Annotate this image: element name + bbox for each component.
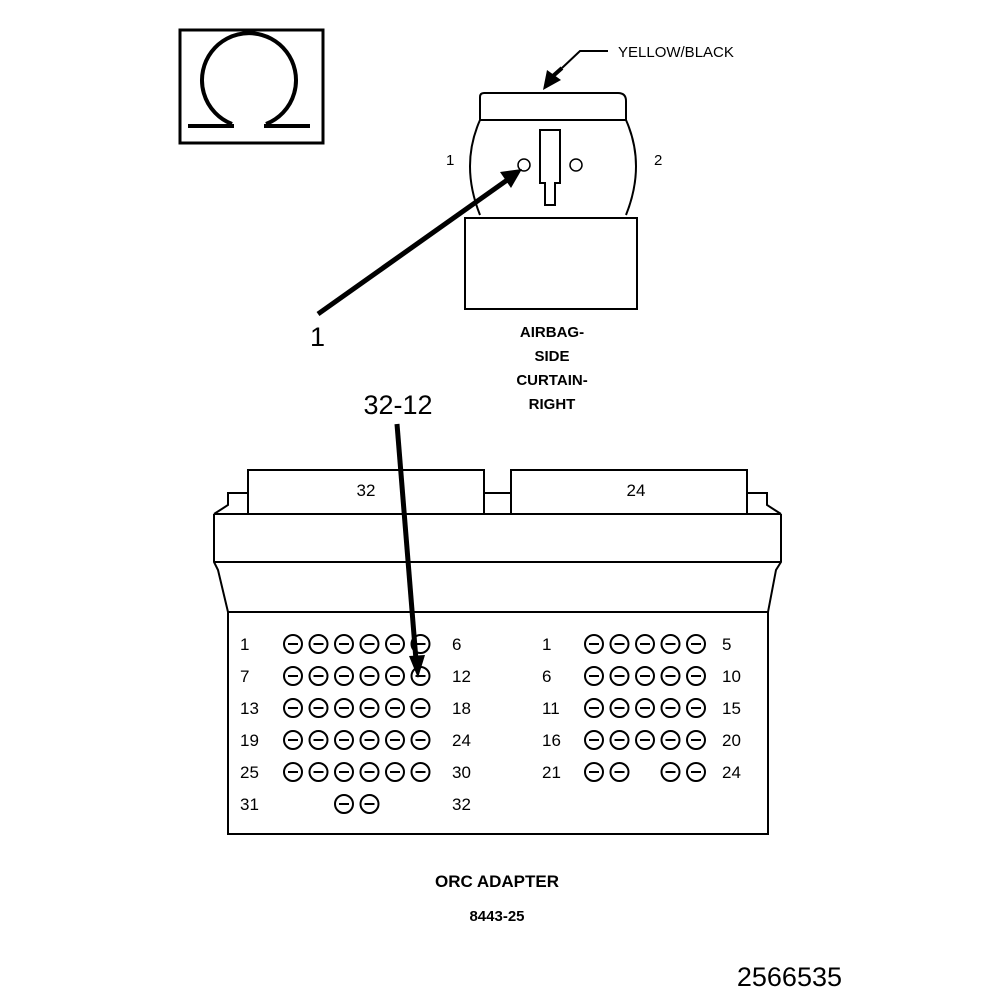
airbag-name-line-2: SIDE [534,348,569,365]
wire-color-label: YELLOW/BLACK [618,44,734,61]
left-row-end: 30 [452,763,471,782]
right-row-end: 10 [722,667,741,686]
right-row-start: 16 [542,731,561,750]
wire-color-leader [543,50,608,90]
callout-32-12-arrow [394,423,425,678]
figure-id: 2566535 [737,962,842,992]
right-row-end: 20 [722,731,741,750]
right-row-end: 15 [722,699,741,718]
airbag-name-line-4: RIGHT [529,396,576,413]
left-row-end: 18 [452,699,471,718]
right-row-start: 1 [542,635,551,654]
left-row-end: 12 [452,667,471,686]
airbag-pin-1-cavity [517,158,531,172]
orc-adapter-title: ORC ADAPTER [435,872,559,891]
callout-1-arrow [316,169,522,317]
left-row-end: 24 [452,731,471,750]
airbag-connector [464,92,638,310]
left-row-start: 25 [240,763,259,782]
left-pin-cavities [283,634,431,814]
left-row-start: 19 [240,731,259,750]
right-row-start: 21 [542,763,561,782]
left-row-start: 13 [240,699,259,718]
right-row-end: 24 [722,763,741,782]
right-row-start: 11 [542,699,560,718]
right-header-label: 24 [627,481,646,500]
airbag-pin-2-cavity [569,158,583,172]
left-row-start: 7 [240,667,249,686]
right-row-end: 5 [722,635,731,654]
left-row-start: 1 [240,635,249,654]
right-pin-labels: 1 5 6 10 11 15 16 20 21 24 [542,635,741,782]
left-row-end: 6 [452,635,461,654]
left-row-start: 31 [240,795,259,814]
airbag-pin-1-label: 1 [446,152,454,169]
airbag-name-line-3: CURTAIN- [516,372,587,389]
callout-32-12-label: 32-12 [363,390,432,420]
callout-1-label: 1 [310,322,325,352]
airbag-name-line-1: AIRBAG- [520,324,584,341]
airbag-pin-2-label: 2 [654,152,662,169]
left-header-label: 32 [357,481,376,500]
ohm-icon [178,28,325,145]
left-pin-labels: 1 6 7 12 13 18 19 24 25 30 31 32 [240,635,471,814]
right-pin-cavities [584,634,706,782]
left-row-end: 32 [452,795,471,814]
orc-adapter-part-number: 8443-25 [469,908,524,925]
right-row-start: 6 [542,667,551,686]
